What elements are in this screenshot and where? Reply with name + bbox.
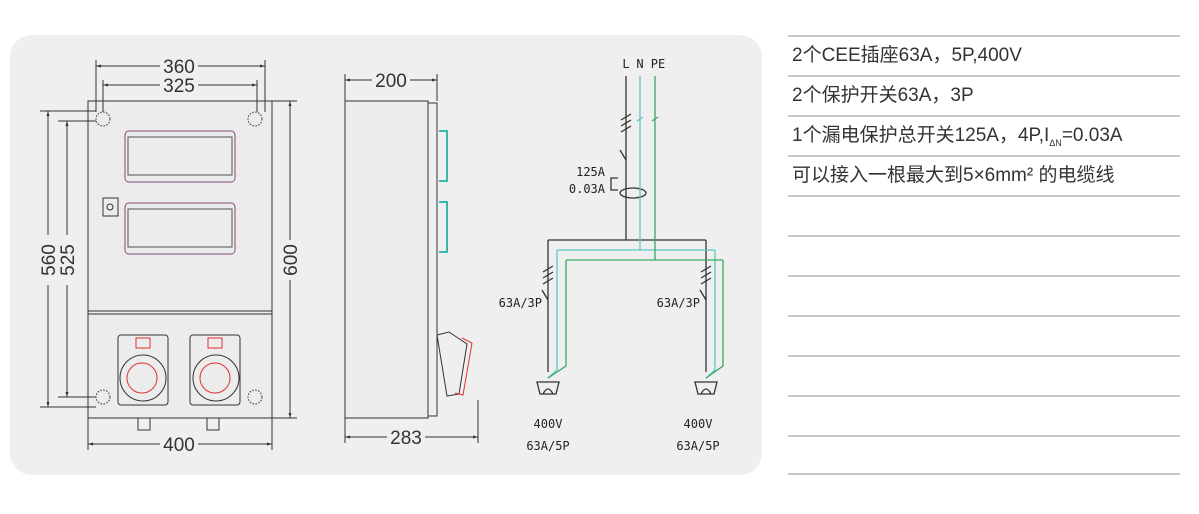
- front-view: [40, 60, 297, 450]
- spec-row-empty: [788, 195, 1180, 235]
- breaker-module-top: [124, 130, 236, 183]
- neutral-conductor: [547, 76, 716, 379]
- branch-right-breaker: 63A/3P: [657, 296, 700, 310]
- socket-left-voltage: 400V: [534, 417, 563, 431]
- spec-text: 1个漏电保护总开关125A，4P,I: [792, 125, 1050, 146]
- label-l: L: [622, 57, 629, 71]
- breaker-module-bottom: [124, 202, 236, 255]
- branch-left-breaker: 63A/3P: [499, 296, 542, 310]
- label-pe: PE: [651, 57, 665, 71]
- spec-text: 2个保护开关63A，3P: [792, 85, 974, 106]
- socket-side: [436, 331, 468, 397]
- socket-left-rating: 63A/5P: [526, 439, 569, 453]
- socket-right-rating: 63A/5P: [676, 439, 719, 453]
- dim-depth-200: 200: [375, 71, 407, 92]
- cable-gland: [206, 417, 220, 431]
- spec-text: 可以接入一根最大到5×6mm² 的电缆线: [792, 165, 1115, 186]
- main-breaker-residual: 0.03A: [569, 182, 606, 196]
- live-conductor: [536, 76, 718, 395]
- socket-right-voltage: 400V: [684, 417, 713, 431]
- dim-height-525: 525: [58, 244, 79, 276]
- enclosure-front: [87, 100, 273, 419]
- dim-width-400: 400: [163, 435, 195, 456]
- dim-height-600: 600: [281, 244, 302, 276]
- spec-row: 1个漏电保护总开关125A，4P,IΔN=0.03A: [788, 115, 1180, 155]
- cee-socket-left: [117, 334, 169, 406]
- spec-row-empty: [788, 275, 1180, 315]
- enclosure-side: [344, 100, 429, 419]
- spec-subscript: ΔN: [1049, 137, 1062, 148]
- spec-row: 2个CEE插座63A，5P,400V: [788, 35, 1180, 75]
- side-view: [344, 74, 479, 443]
- spec-text: =0.03A: [1061, 125, 1123, 146]
- spec-text: 2个CEE插座63A，5P,400V: [792, 45, 1022, 66]
- dim-depth-283: 283: [390, 428, 422, 449]
- spec-row: 2个保护开关63A，3P: [788, 75, 1180, 115]
- earth-conductor: [547, 76, 724, 379]
- cable-gland: [137, 417, 151, 431]
- spec-row-empty: [788, 435, 1180, 475]
- rcd-indicator: [102, 197, 119, 217]
- dim-width-360: 360: [163, 57, 195, 78]
- cee-socket-right: [189, 334, 241, 406]
- spec-row-empty: [788, 395, 1180, 435]
- main-breaker-current: 125A: [576, 165, 606, 179]
- spec-row-empty: [788, 235, 1180, 275]
- dim-width-325: 325: [163, 76, 195, 97]
- spec-row-empty: [788, 315, 1180, 355]
- spec-row-empty: [788, 355, 1180, 395]
- spec-row: 可以接入一根最大到5×6mm² 的电缆线: [788, 155, 1180, 195]
- spec-table: 2个CEE插座63A，5P,400V 2个保护开关63A，3P 1个漏电保护总开…: [788, 35, 1180, 475]
- dim-height-560: 560: [39, 244, 60, 276]
- label-n: N: [636, 57, 643, 71]
- wiring-schematic: [536, 76, 724, 395]
